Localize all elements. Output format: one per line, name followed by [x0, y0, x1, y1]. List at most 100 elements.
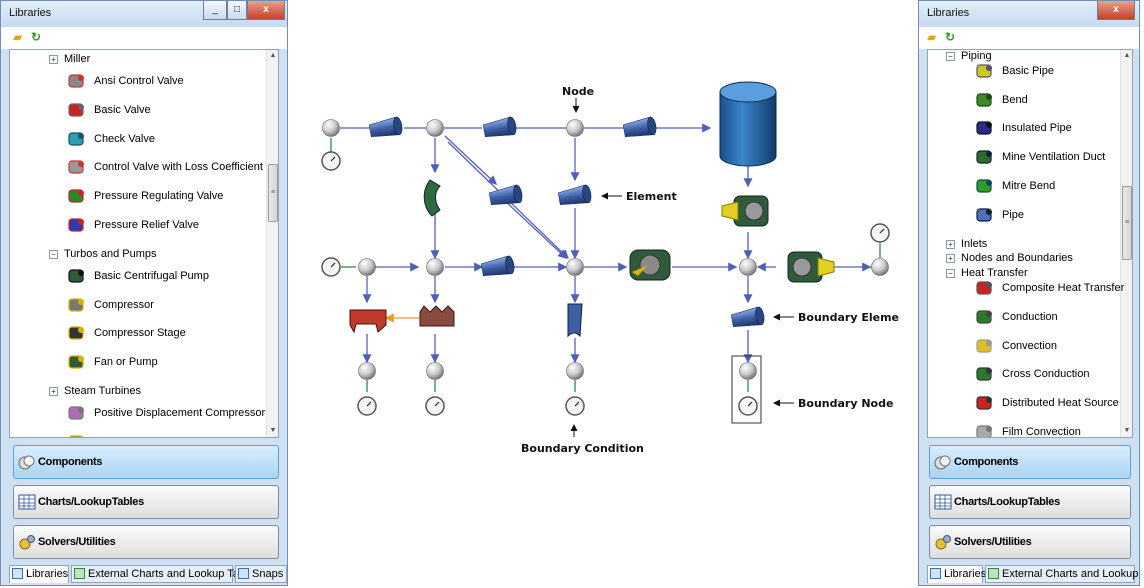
tree-group-inlets[interactable]: Inlets [961, 237, 988, 250]
pipe-end[interactable] [392, 116, 403, 136]
node[interactable] [566, 258, 584, 276]
scroll-thumb[interactable]: ≡ [268, 164, 278, 222]
nav-solvers-utilities[interactable]: Solvers/Utilities [13, 525, 279, 559]
left-tree-scrollbar[interactable]: ▲ ≡ ▼ [266, 50, 278, 437]
node[interactable] [322, 119, 340, 137]
tree-expander[interactable]: − [946, 269, 955, 279]
gauge-needle[interactable] [879, 228, 885, 234]
node[interactable] [566, 119, 584, 137]
tree-expander[interactable]: − [49, 249, 58, 259]
boundary-node-gauge[interactable] [738, 396, 758, 416]
right-tab-libraries[interactable]: Libraries [927, 565, 986, 583]
tree-item-label[interactable]: Bend [1002, 93, 1028, 106]
gauge-needle[interactable] [330, 156, 336, 162]
node[interactable] [358, 362, 376, 380]
tree-item-label[interactable]: Convection [1002, 339, 1058, 352]
node[interactable] [566, 362, 584, 380]
compressor-inlet[interactable] [817, 257, 835, 277]
right-open-folder-icon[interactable]: ▰ [927, 30, 937, 44]
tree-item-label[interactable]: Film Convection [1002, 426, 1081, 438]
node[interactable] [871, 258, 889, 276]
reservoir-tank-top[interactable] [719, 81, 777, 103]
pipe-element[interactable] [488, 184, 524, 207]
right-refresh-icon[interactable]: ↻ [945, 30, 956, 44]
node[interactable] [426, 362, 444, 380]
tree-item-label[interactable]: Cross Conduction [1002, 368, 1090, 381]
fan-inlet[interactable] [632, 265, 648, 276]
scroll-up-arrow[interactable]: ▲ [269, 52, 277, 59]
tree-item-label[interactable]: Mitre Bend [1002, 180, 1056, 192]
gauge-needle[interactable] [366, 401, 372, 407]
tree-item-label[interactable]: Pressure Regulating Valve [94, 190, 224, 203]
nav-charts-lookup[interactable]: Charts/LookupTables [13, 485, 279, 519]
boundary-node-gauge[interactable] [425, 396, 445, 416]
tree-expander[interactable]: + [49, 387, 58, 396]
gauge-needle[interactable] [330, 262, 336, 268]
tree-item-label[interactable]: Fan or Pump [94, 356, 158, 369]
tree-item-label[interactable]: Pressure Relief Valve [94, 219, 199, 231]
tree-item-label[interactable]: Distributed Heat Source [1002, 397, 1119, 410]
tree-group-heat-transfer[interactable]: Heat Transfer [961, 267, 1028, 280]
pipe-end[interactable] [581, 184, 592, 204]
tree-group-turbos-and-pumps[interactable]: Turbos and Pumps [64, 247, 157, 260]
pipe-end[interactable] [754, 306, 765, 326]
right-nav-charts-lookup[interactable]: Charts/LookupTables [929, 485, 1131, 519]
node[interactable] [358, 258, 376, 276]
tab-snaps[interactable]: Snaps [235, 565, 287, 583]
gauge-needle[interactable] [574, 401, 580, 407]
tree-item-label[interactable]: Compressor Stage [94, 327, 186, 340]
tree-group-piping[interactable]: Piping [961, 50, 992, 62]
bend-element[interactable] [423, 179, 441, 217]
gauge-needle[interactable] [434, 401, 440, 407]
tree-item-label[interactable]: Basic Pipe [1002, 64, 1054, 77]
open-folder-icon[interactable]: ▰ [13, 30, 23, 44]
tree-item-label[interactable]: Mine Ventilation Duct [1002, 151, 1106, 164]
check-valve-element[interactable] [567, 303, 583, 338]
tree-expander[interactable]: + [946, 239, 955, 249]
maximize-button[interactable]: □ [227, 1, 247, 20]
pipe-element[interactable] [730, 306, 766, 329]
nav-components[interactable]: Components [13, 445, 279, 479]
pipe-element[interactable] [557, 184, 593, 207]
tree-item-label[interactable]: Check Valve [94, 132, 155, 145]
boundary-node-gauge[interactable] [321, 151, 341, 171]
tree-group-nodes-and-boundaries[interactable]: Nodes and Boundaries [961, 252, 1073, 265]
right-scroll-thumb[interactable]: ≡ [1122, 186, 1132, 260]
heat-exchanger-element[interactable] [349, 309, 387, 334]
tree-item-label[interactable]: Positive Displacement Compressor [94, 407, 266, 419]
gauge-needle[interactable] [747, 401, 753, 407]
pipe-element[interactable] [480, 255, 516, 278]
tree-item-label[interactable]: Basic Valve [94, 103, 151, 116]
tree-item-label[interactable]: Insulated Pipe [1002, 122, 1072, 135]
tab-libraries[interactable]: Libraries [9, 565, 69, 583]
tree-item-label[interactable]: Ansi Control Valve [94, 75, 184, 87]
tree-item-label[interactable]: Control Valve with Loss Coefficient [94, 161, 263, 174]
node[interactable] [739, 258, 757, 276]
fan-rotor[interactable] [639, 254, 661, 276]
compressor-element[interactable] [721, 195, 769, 227]
pipe-end[interactable] [512, 184, 523, 204]
tree-expander[interactable]: + [49, 55, 58, 64]
pipe-end[interactable] [506, 116, 517, 136]
tree-expander[interactable]: + [946, 254, 955, 264]
node[interactable] [426, 119, 444, 137]
close-button[interactable]: x [247, 1, 285, 20]
tab-external-charts[interactable]: External Charts and Lookup Tables [71, 565, 259, 583]
pipe-end[interactable] [504, 255, 515, 275]
tree-group-steam-turbines[interactable]: Steam Turbines [64, 385, 142, 397]
tree-group-miller[interactable]: Miller [64, 53, 91, 65]
right-nav-components[interactable]: Components [929, 445, 1131, 479]
boundary-node-gauge[interactable] [870, 223, 890, 243]
tree-item-label[interactable]: Basic Centrifugal Pump [94, 269, 209, 282]
fan-element[interactable] [629, 249, 671, 281]
compressor-rotor[interactable] [792, 257, 812, 277]
scroll-down-arrow[interactable]: ▼ [269, 427, 277, 434]
right-nav-solvers-utilities[interactable]: Solvers/Utilities [929, 525, 1131, 559]
right-tree-scrollbar[interactable]: ▲ ≡ ▼ [1120, 50, 1132, 437]
compressor-inlet[interactable] [721, 201, 739, 221]
tree-item-label[interactable]: Composite Heat Transfer [1002, 282, 1125, 294]
boundary-node-gauge[interactable] [357, 396, 377, 416]
right-close-button[interactable]: x [1097, 1, 1135, 20]
